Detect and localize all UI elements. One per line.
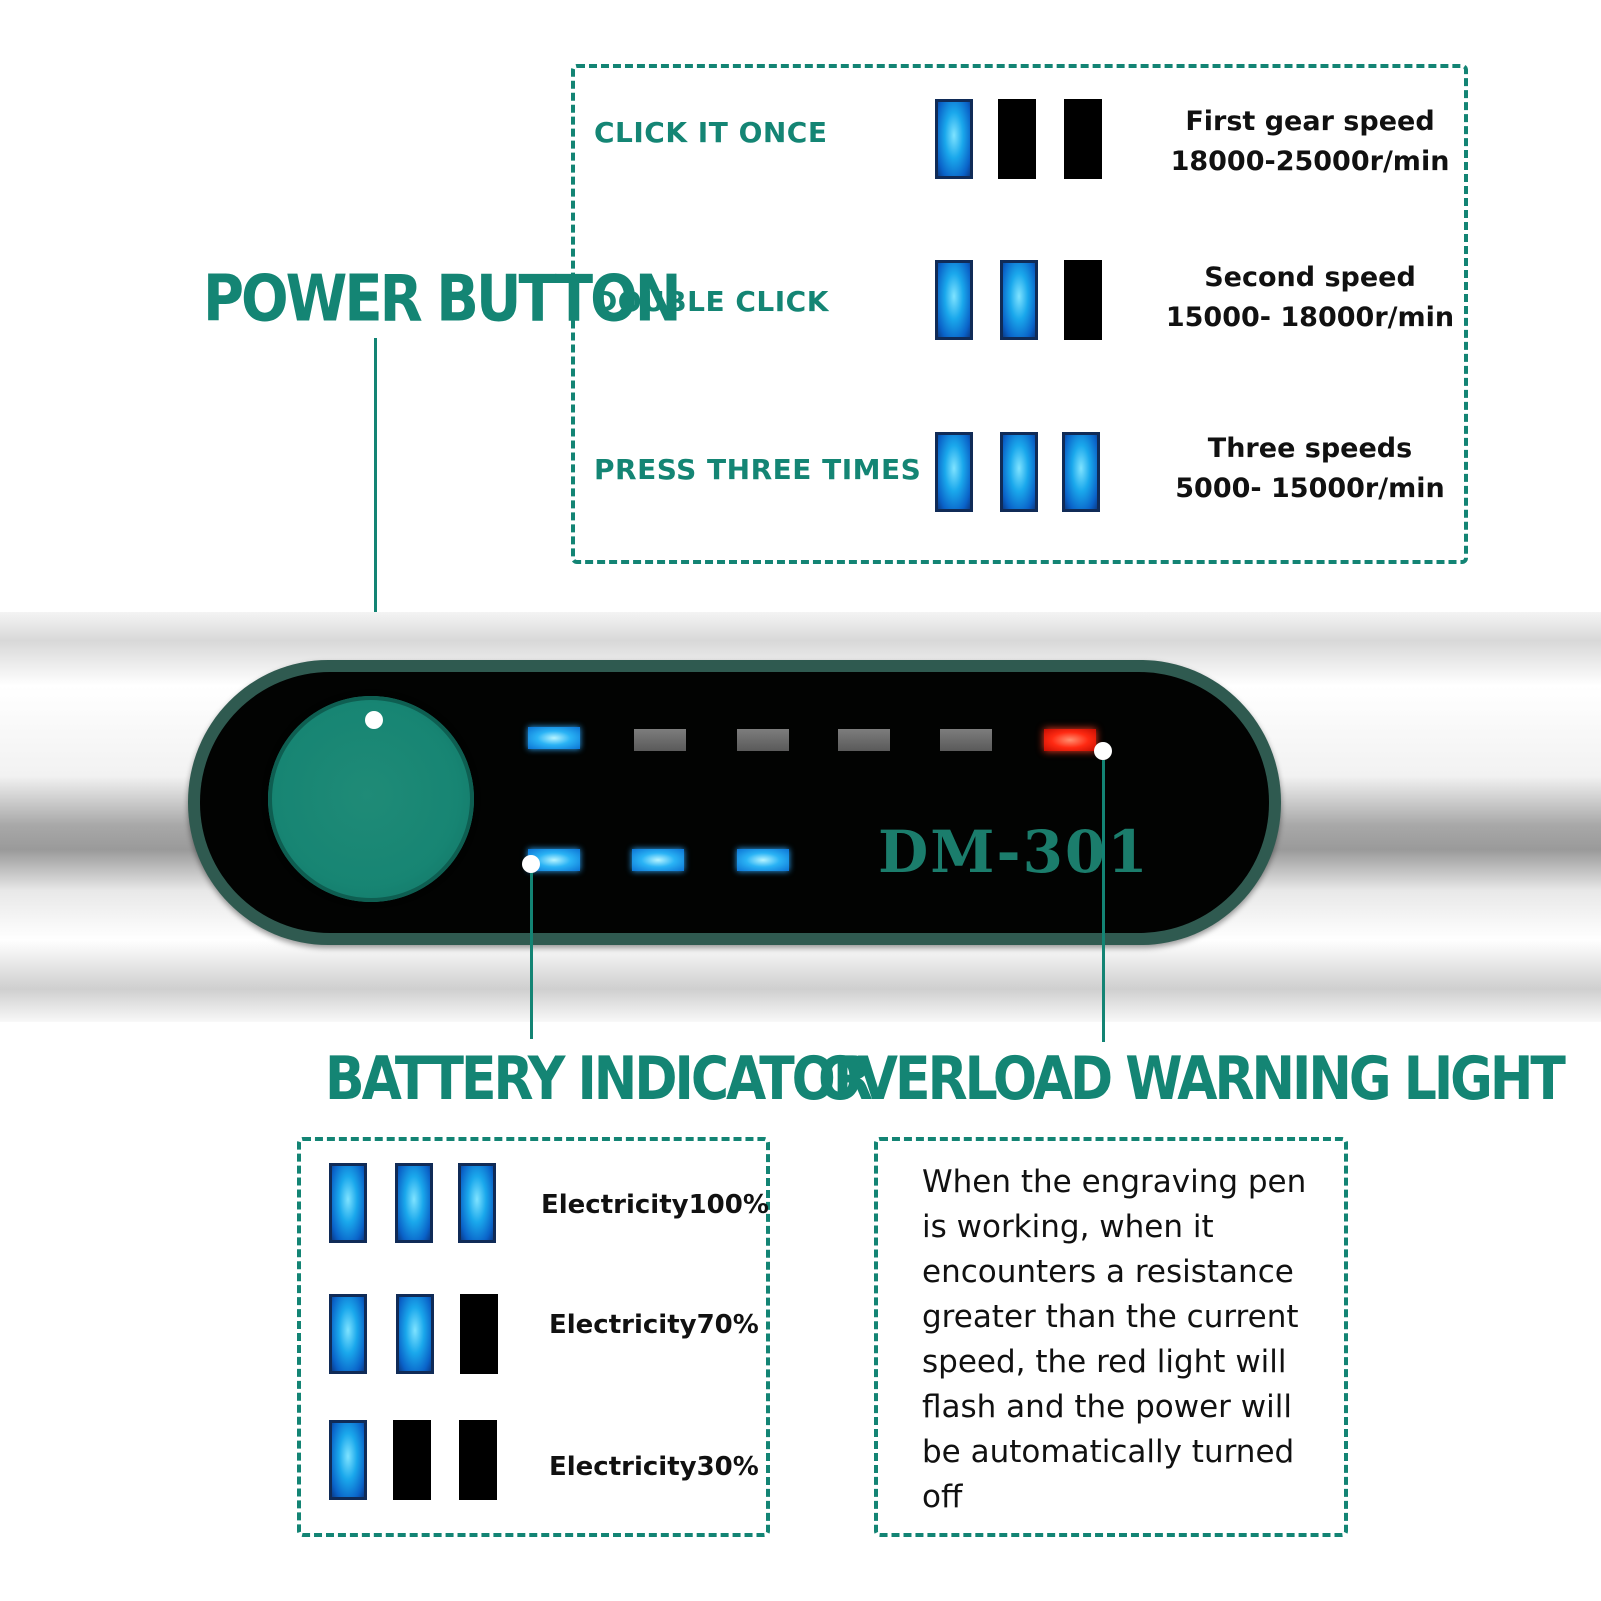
- speed-led-1: [528, 727, 580, 749]
- battery-30-label: Electricity30%: [549, 1452, 759, 1482]
- battery-30-segment-2: [393, 1420, 431, 1500]
- battery-70-segment-2: [396, 1294, 434, 1374]
- battery-indicator-heading: BATTERY INDICATOR: [325, 1045, 873, 1114]
- overload-warning-heading: OVERLOAD WARNING LIGHT: [818, 1045, 1566, 1114]
- battery-100-label: Electricity100%: [541, 1190, 769, 1220]
- battery-100-segment-1: [329, 1163, 367, 1243]
- power-button-callout-line: [374, 338, 377, 720]
- battery-70-segment-1: [329, 1294, 367, 1374]
- speed-led-4: [838, 729, 890, 751]
- overload-warning-led: [1044, 729, 1096, 751]
- speed-3-segment-1: [935, 432, 973, 512]
- battery-led-2: [632, 849, 684, 871]
- battery-level-box: [297, 1137, 770, 1537]
- speed-1-range: 18000-25000r/min: [1170, 146, 1450, 177]
- speed-3-segment-2: [1000, 432, 1038, 512]
- speed-3-range: 5000- 15000r/min: [1175, 473, 1445, 504]
- overload-description-box: [874, 1137, 1348, 1537]
- battery-led-1: [528, 849, 580, 871]
- speed-1-name: First gear speed: [1185, 106, 1435, 137]
- power-button[interactable]: [268, 696, 474, 902]
- battery-70-segment-3: [460, 1294, 498, 1374]
- speed-2-segment-1: [935, 260, 973, 340]
- speed-3-name: Three speeds: [1207, 433, 1413, 464]
- battery-70-label: Electricity70%: [549, 1310, 759, 1340]
- power-button-heading: POWER BUTTON: [203, 262, 682, 337]
- speed-1-segment-1: [935, 99, 973, 179]
- overload-description-text: When the engraving pen is working, when …: [922, 1164, 1307, 1515]
- speed-led-2: [634, 729, 686, 751]
- speed-led-3: [737, 729, 789, 751]
- overload-callout-line: [1102, 760, 1105, 1042]
- battery-callout-line: [530, 873, 533, 1039]
- battery-100-segment-2: [395, 1163, 433, 1243]
- speed-mode-box: [571, 64, 1468, 564]
- speed-2-name: Second speed: [1204, 262, 1416, 293]
- speed-led-5: [940, 729, 992, 751]
- battery-led-3: [737, 849, 789, 871]
- speed-3-segment-3: [1062, 432, 1100, 512]
- speed-2-segment-3: [1064, 260, 1102, 340]
- model-number: DM-301: [878, 818, 1150, 886]
- mode-label-double-click: DOUBLE CLICK: [594, 285, 829, 318]
- battery-30-segment-1: [329, 1420, 367, 1500]
- mode-label-click-once: CLICK IT ONCE: [594, 116, 828, 149]
- mode-label-press-three-times: PRESS THREE TIMES: [594, 453, 922, 486]
- speed-1-segment-2: [998, 99, 1036, 179]
- battery-30-segment-3: [459, 1420, 497, 1500]
- speed-1-segment-3: [1064, 99, 1102, 179]
- battery-callout-dot: [522, 855, 540, 873]
- overload-callout-dot: [1094, 742, 1112, 760]
- speed-2-range: 15000- 18000r/min: [1165, 302, 1455, 333]
- speed-2-segment-2: [1000, 260, 1038, 340]
- battery-100-segment-3: [458, 1163, 496, 1243]
- power-button-callout-dot: [365, 711, 383, 729]
